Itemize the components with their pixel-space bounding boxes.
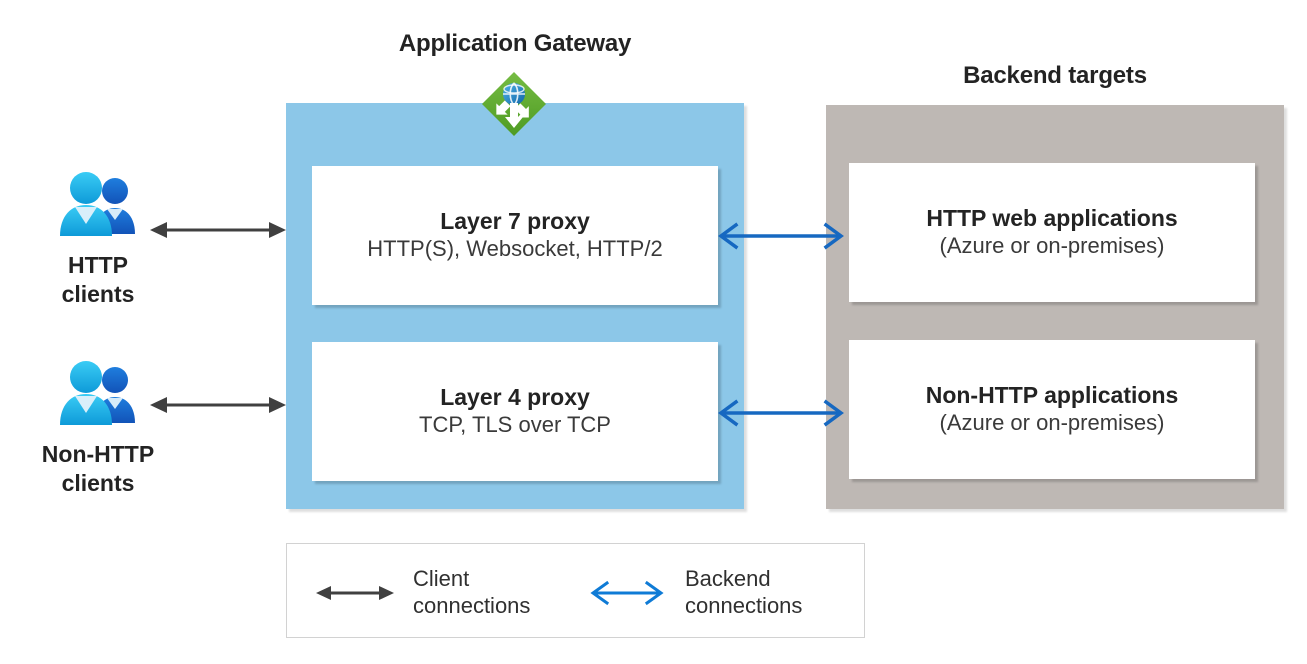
non-http-clients-group: Non-HTTP clients [8,357,188,498]
legend-backend-connections-label: Backend connections [685,566,802,620]
non-http-clients-label: Non-HTTP clients [8,440,188,498]
http-web-applications-subtitle: (Azure or on-premises) [939,233,1165,259]
users-icon [8,357,188,434]
http-web-applications-card: HTTP web applications (Azure or on-premi… [849,163,1255,302]
non-http-clients-label-line1: Non-HTTP [41,441,155,467]
layer7-proxy-card: Layer 7 proxy HTTP(S), Websocket, HTTP/2 [312,166,718,305]
users-icon [8,168,188,245]
layer7-proxy-subtitle: HTTP(S), Websocket, HTTP/2 [367,236,663,262]
non-http-clients-label-line2: clients [61,469,135,496]
backend-connection-arrow [716,398,846,428]
backend-connection-arrow [716,221,846,251]
http-clients-label-line1: HTTP [67,252,129,278]
gateway-section-title: Application Gateway [398,30,632,57]
legend-client-line1: Client [413,566,470,591]
layer4-proxy-subtitle: TCP, TLS over TCP [419,412,611,438]
client-connection-arrow [148,215,288,245]
http-clients-group: HTTP clients [8,168,188,309]
http-clients-label: HTTP clients [8,251,188,309]
http-web-applications-title: HTTP web applications [926,205,1178,232]
layer4-proxy-title: Layer 4 proxy [440,384,590,411]
backend-section-title: Backend targets [963,62,1147,89]
layer7-proxy-title: Layer 7 proxy [440,208,590,235]
legend-item-backend-connections: Backend connections [587,566,802,620]
legend-backend-line1: Backend [685,566,771,591]
non-http-applications-title: Non-HTTP applications [925,382,1179,409]
legend-box: Client connections Backend connections [286,543,865,638]
legend-backend-line2: connections [685,592,803,618]
legend-client-line2: connections [413,592,531,618]
legend-client-connections-label: Client connections [413,566,530,620]
non-http-applications-card: Non-HTTP applications (Azure or on-premi… [849,340,1255,479]
client-connection-arrow [315,580,395,606]
legend-item-client-connections: Client connections [315,566,530,620]
application-gateway-icon [480,70,548,143]
backend-connection-arrow [587,580,667,606]
client-connection-arrow [148,390,288,420]
non-http-applications-subtitle: (Azure or on-premises) [939,410,1165,436]
http-clients-label-line2: clients [61,280,135,307]
layer4-proxy-card: Layer 4 proxy TCP, TLS over TCP [312,342,718,481]
